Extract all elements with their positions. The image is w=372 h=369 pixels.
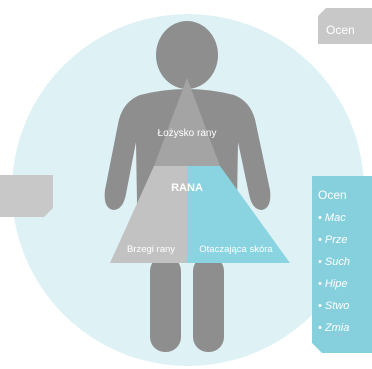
wound-edge-label: Brzegi rany: [127, 244, 175, 255]
figure-head: [156, 21, 218, 89]
left-card: [0, 175, 53, 217]
segment-wound-bed: [154, 78, 220, 166]
right-panel-item: • Hipe: [318, 278, 348, 290]
center-label: RANA: [171, 182, 203, 194]
periwound-skin-label: Otaczająca skóra: [199, 244, 273, 255]
right-panel-item: • Stwo: [318, 300, 349, 312]
right-panel-item: • Such: [318, 256, 350, 268]
top-right-card: [318, 8, 372, 44]
top-right-card-label: Ocen: [326, 23, 355, 37]
right-panel: [312, 176, 372, 353]
segment-periwound-skin: [187, 166, 290, 263]
right-panel-item: • Mac: [318, 212, 346, 224]
right-panel-title: Ocen: [318, 188, 347, 202]
wound-bed-label: Łożysko rany: [158, 128, 217, 139]
figure-left-leg: [150, 256, 181, 352]
right-panel-item: • Prze: [318, 234, 348, 246]
wound-triangle: [110, 78, 290, 263]
segment-wound-edge: [110, 166, 187, 263]
right-panel-item: • Zmia: [318, 322, 349, 334]
figure-right-leg: [193, 256, 224, 352]
